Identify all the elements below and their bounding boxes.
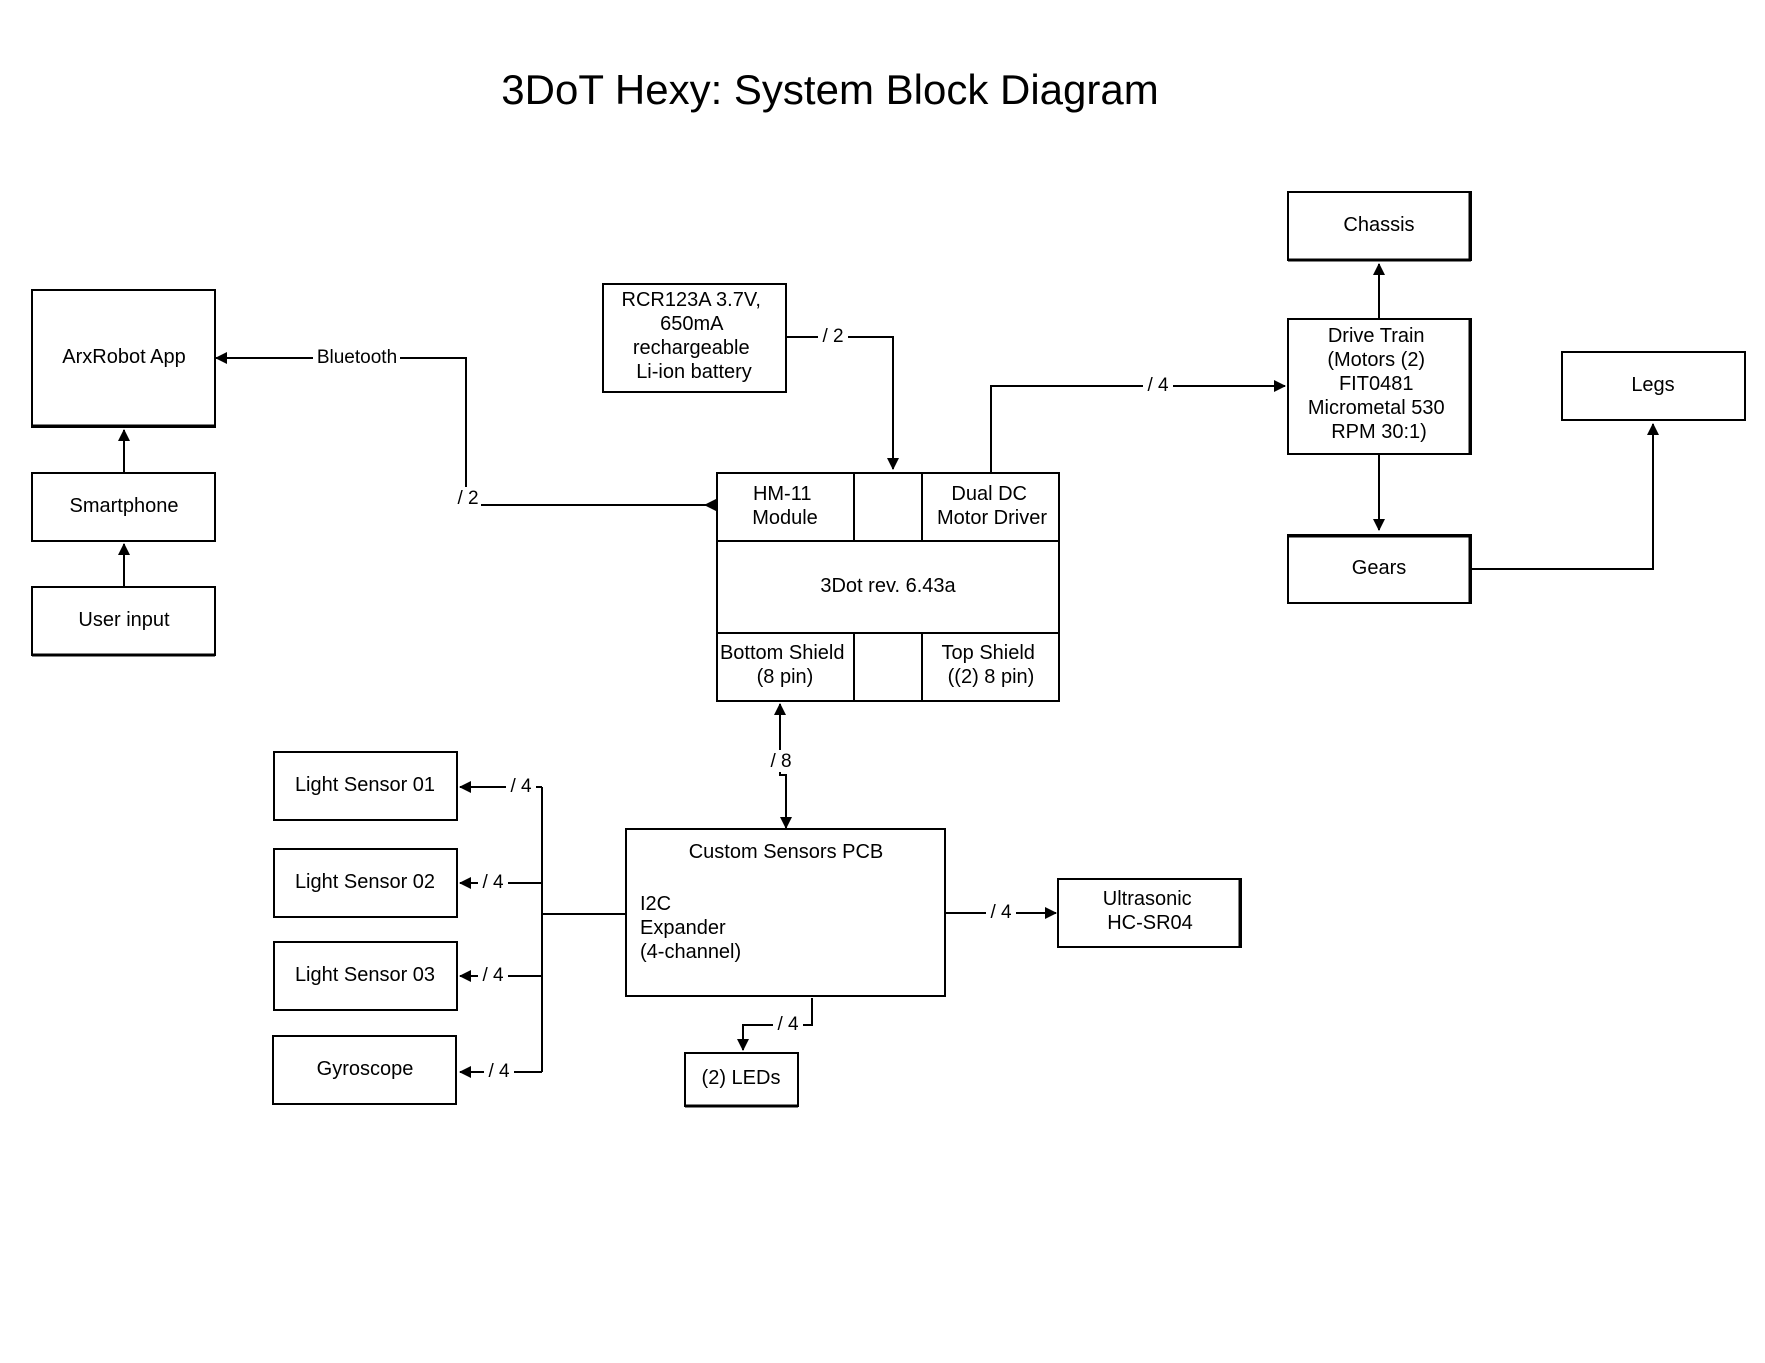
ultrasonic-label: Ultrasonic HC-SR04 xyxy=(1103,888,1197,934)
chassis-label: Chassis xyxy=(1343,214,1414,236)
ls3-bus-label: / 4 xyxy=(482,965,504,986)
pcb-bus-label: / 8 xyxy=(770,751,791,772)
bt-bus-label: / 2 xyxy=(457,488,478,509)
legs-label: Legs xyxy=(1631,374,1674,396)
leds-box xyxy=(684,1052,799,1107)
light-sensor-01-box xyxy=(273,751,458,821)
gears-to-legs-link xyxy=(1470,423,1659,570)
motor-driver-label: Dual DC Motor Driver xyxy=(937,483,1047,529)
battery-link xyxy=(786,336,899,470)
arxrobot-app-label: ArxRobot App xyxy=(62,346,185,368)
diagram-title: 3DoT Hexy: System Block Diagram xyxy=(501,66,1158,113)
smartphone-label: Smartphone xyxy=(70,495,179,517)
chassis-box xyxy=(1287,191,1472,261)
leds-bus-label: / 4 xyxy=(777,1014,799,1035)
ls2-bus-label: / 4 xyxy=(482,872,504,893)
ls1-bus-label: / 4 xyxy=(510,776,532,797)
custom-pcb-title: Custom Sensors PCB xyxy=(689,841,884,863)
light-sensor-03-label: Light Sensor 03 xyxy=(295,964,435,986)
gyroscope-box xyxy=(272,1035,457,1105)
bluetooth-link xyxy=(400,357,715,506)
light-sensor-03-box xyxy=(273,941,458,1011)
user-input-box xyxy=(31,586,216,656)
legs-box xyxy=(1561,351,1746,421)
gears-label: Gears xyxy=(1352,557,1406,579)
user-input-label: User input xyxy=(78,609,170,631)
battery-box xyxy=(602,283,787,393)
smartphone-box xyxy=(31,472,216,542)
arxrobot-app-box xyxy=(31,289,216,428)
gyroscope-label: Gyroscope xyxy=(317,1058,414,1080)
ultrasonic-bus-label: / 4 xyxy=(990,902,1012,923)
drive-link xyxy=(990,380,1286,472)
gyro-bus-label: / 4 xyxy=(488,1061,510,1082)
custom-pcb-detail: I2C Expander (4-channel) xyxy=(640,893,741,963)
drive-train-box xyxy=(1287,318,1472,455)
top-shield-label: Top Shield ((2) 8 pin) xyxy=(942,642,1041,688)
bluetooth-label: Bluetooth xyxy=(317,347,397,368)
custom-sensors-pcb-box xyxy=(625,828,946,997)
ultrasonic-box xyxy=(1057,878,1242,948)
battery-label: RCR123A 3.7V, 650mA rechargeable Li-ion … xyxy=(622,289,767,383)
leds-label: (2) LEDs xyxy=(702,1067,781,1089)
drive-train-label: Drive Train (Motors (2) FIT0481 Micromet… xyxy=(1308,325,1450,443)
bottom-shield-label: Bottom Shield (8 pin) xyxy=(720,642,850,688)
board-center-label: 3Dot rev. 6.43a xyxy=(820,575,956,597)
light-sensor-02-label: Light Sensor 02 xyxy=(295,871,435,893)
drive-bus-label: / 4 xyxy=(1147,375,1169,396)
battery-bus-label: / 2 xyxy=(822,326,843,347)
light-sensor-01-label: Light Sensor 01 xyxy=(295,774,435,796)
light-sensor-02-box xyxy=(273,848,458,918)
hm11-module-label: HM-11 Module xyxy=(752,483,818,529)
